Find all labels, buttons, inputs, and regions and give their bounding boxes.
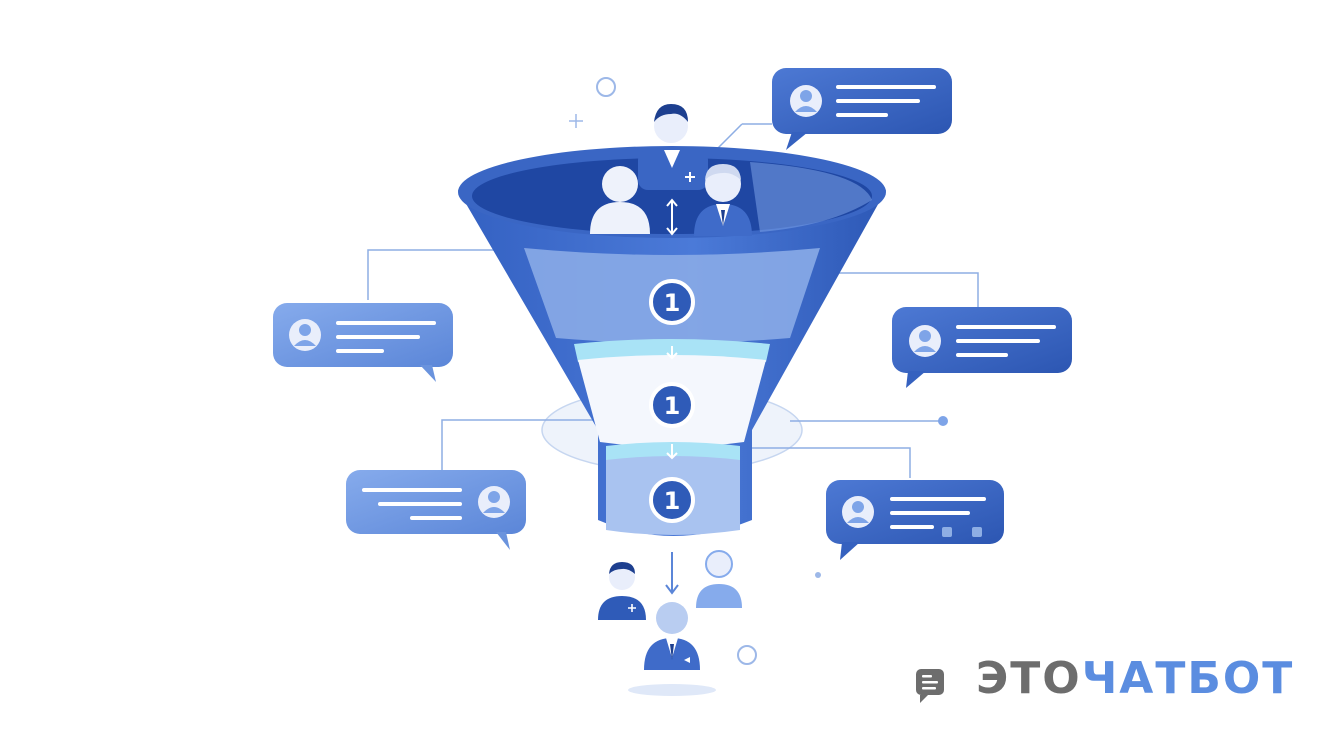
person-icon-out-left xyxy=(598,562,646,620)
decor-dot-right xyxy=(815,572,821,578)
stage-badge-3: 1 xyxy=(649,477,695,523)
stage-arrows xyxy=(666,346,678,460)
chat-bubble-left-upper xyxy=(273,303,453,382)
output-arrow xyxy=(665,552,679,595)
funnel-inner-light xyxy=(750,162,872,232)
people-in-funnel xyxy=(590,104,752,236)
stage-badge-2: 1 xyxy=(649,382,695,428)
person-icon-right xyxy=(694,164,752,236)
chat-bubble-left-lower xyxy=(346,470,526,550)
decor-plus xyxy=(569,114,583,128)
connector-lines xyxy=(367,123,979,478)
chat-bubble-top-right xyxy=(772,68,952,150)
people-below xyxy=(598,550,742,696)
person-icon-left xyxy=(590,166,650,234)
person-shadow xyxy=(628,684,716,696)
chat-bubble-right-upper xyxy=(892,307,1072,388)
decor-ring-bottom xyxy=(737,645,757,665)
brand-logo: ЭТО ЧАТБОТ xyxy=(914,650,1294,706)
person-icon-out-right xyxy=(696,550,742,608)
stage-badge-1: 1 xyxy=(649,279,695,325)
connector-node-end xyxy=(938,416,948,426)
chat-bubble-right-lower xyxy=(826,480,1004,560)
decor-ring-top xyxy=(596,77,616,97)
stage-3-label: 1 xyxy=(664,487,681,515)
stage-1-label: 1 xyxy=(664,289,681,317)
person-icon-out-center xyxy=(644,602,700,670)
chat-bot-icon xyxy=(916,669,944,703)
brand-name-part2: ЧАТБОТ xyxy=(1081,652,1295,704)
updown-arrow-icon xyxy=(666,198,678,236)
person-icon-top xyxy=(638,104,708,190)
stage-2-label: 1 xyxy=(664,392,681,420)
brand-name-part1: ЭТО xyxy=(976,652,1082,704)
